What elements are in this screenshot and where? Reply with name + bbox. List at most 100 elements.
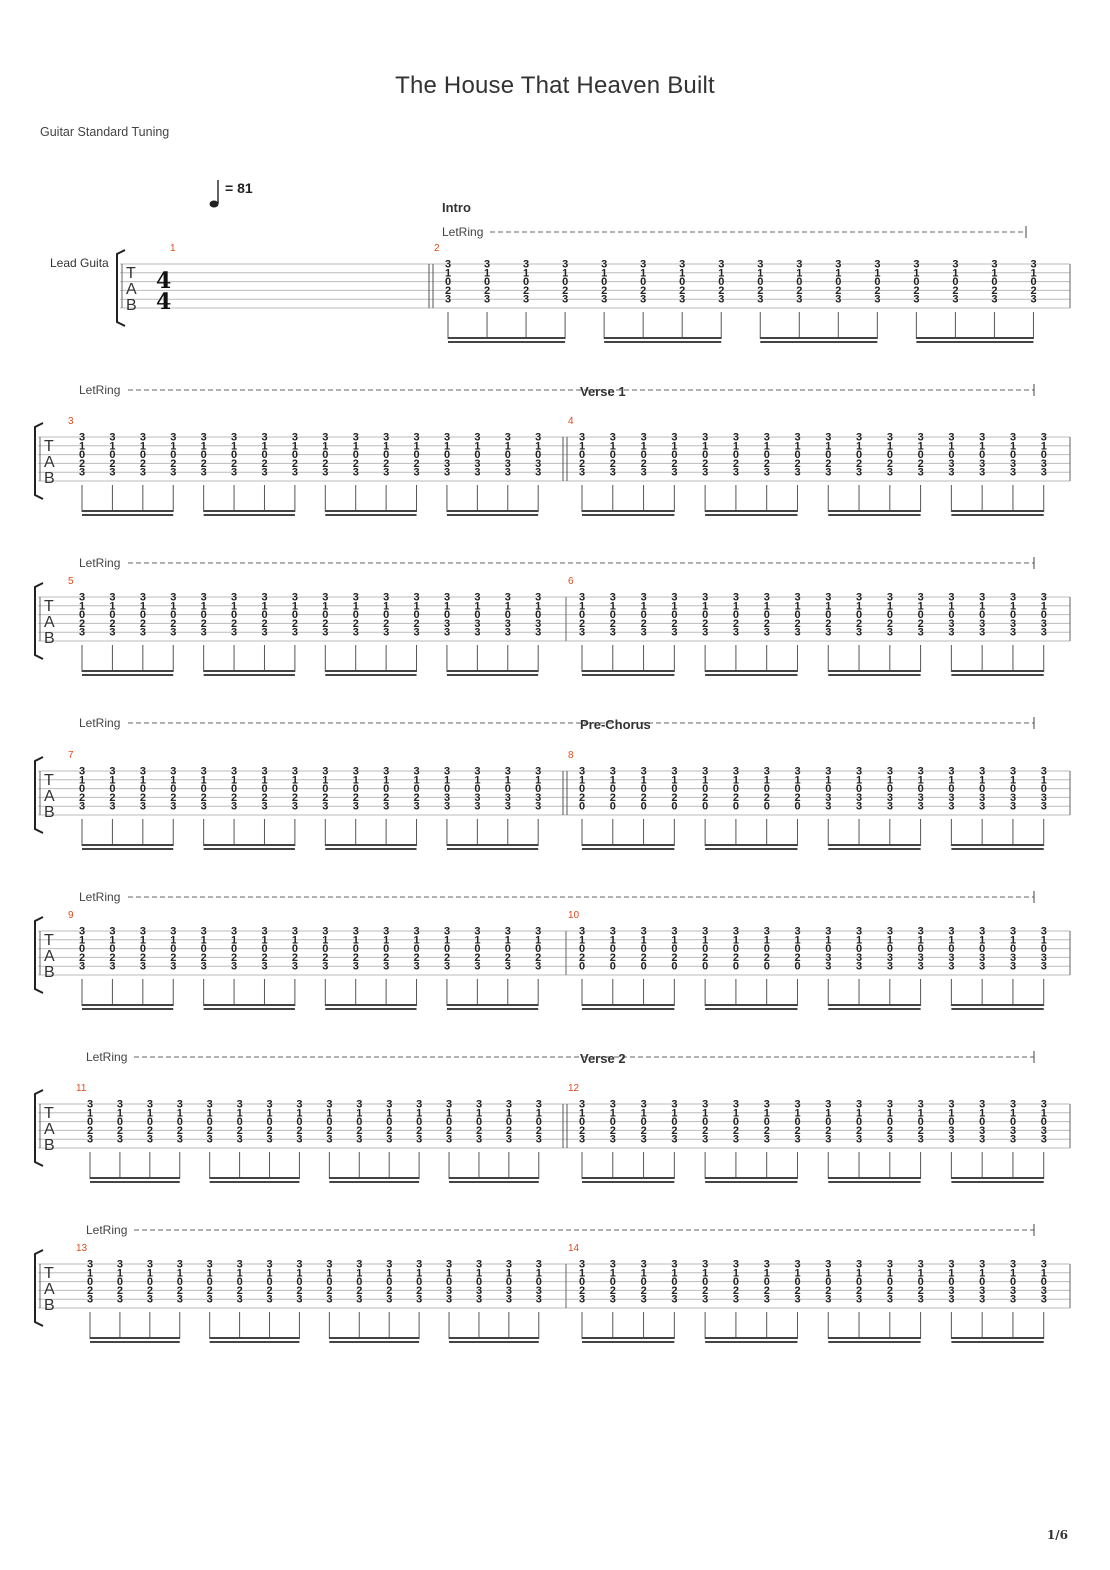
fret-number: 3 [1041, 618, 1047, 630]
fret-number: 3 [170, 801, 176, 813]
fret-number: 3 [887, 961, 893, 973]
fret-number: 0 [610, 943, 616, 955]
fret-number: 1 [536, 1107, 542, 1119]
fret-number: 3 [231, 926, 237, 938]
fret-number: 0 [702, 449, 708, 461]
fret-number: 2 [794, 952, 800, 964]
fret-number: 0 [579, 801, 585, 813]
fret-number: 2 [322, 618, 328, 630]
fret-number: 1 [856, 600, 862, 612]
fret-number: 3 [444, 792, 450, 804]
fret-number: 3 [1010, 801, 1016, 813]
fret-number: 3 [918, 961, 924, 973]
tab-clef-letter: A [44, 788, 55, 805]
fret-number: 1 [671, 1267, 677, 1279]
fret-number: 2 [237, 1285, 243, 1297]
fret-number: 1 [446, 1267, 452, 1279]
fret-number: 2 [764, 952, 770, 964]
fret-number: 3 [764, 766, 770, 778]
fret-number: 3 [326, 1259, 332, 1271]
fret-number: 1 [918, 1107, 924, 1119]
fret-number: 3 [918, 1294, 924, 1306]
fret-number: 3 [733, 1259, 739, 1271]
fret-number: 3 [237, 1099, 243, 1111]
fret-number: 0 [948, 943, 954, 955]
fret-number: 1 [383, 774, 389, 786]
fret-number: 1 [991, 267, 997, 279]
fret-number: 0 [641, 609, 647, 621]
fret-number: 0 [794, 609, 800, 621]
fret-number: 1 [856, 440, 862, 452]
fret-number: 3 [383, 961, 389, 973]
fret-number: 1 [733, 600, 739, 612]
fret-number: 3 [231, 627, 237, 639]
fret-number: 0 [292, 783, 298, 795]
fret-number: 0 [87, 1276, 93, 1288]
fret-number: 2 [610, 1285, 616, 1297]
fret-number: 1 [733, 1107, 739, 1119]
fret-number: 3 [117, 1134, 123, 1146]
fret-number: 3 [1041, 1125, 1047, 1137]
fret-number: 2 [353, 618, 359, 630]
fret-number: 3 [856, 592, 862, 604]
fret-number: 2 [292, 618, 298, 630]
fret-number: 2 [825, 1125, 831, 1137]
fret-number: 1 [231, 774, 237, 786]
measure-number: 2 [434, 243, 440, 254]
fret-number: 3 [505, 961, 511, 973]
fret-number: 2 [702, 1285, 708, 1297]
fret-number: 3 [261, 592, 267, 604]
fret-number: 3 [979, 961, 985, 973]
fret-number: 3 [702, 1134, 708, 1146]
fret-number: 3 [416, 1259, 422, 1271]
tab-clef-letter: A [44, 454, 55, 471]
fret-number: 3 [979, 1099, 985, 1111]
measure-number: 14 [568, 1243, 580, 1254]
fret-number: 2 [207, 1125, 213, 1137]
system-bracket [116, 249, 126, 327]
fret-number: 0 [764, 943, 770, 955]
fret-number: 3 [474, 432, 480, 444]
fret-number: 3 [887, 1134, 893, 1146]
fret-number: 3 [610, 1134, 616, 1146]
system-bracket [34, 1249, 44, 1327]
fret-number: 2 [353, 792, 359, 804]
fret-number: 2 [579, 1125, 585, 1137]
fret-number: 1 [610, 774, 616, 786]
fret-number: 3 [535, 961, 541, 973]
fret-number: 3 [474, 618, 480, 630]
tab-clef-letter: T [126, 265, 136, 282]
fret-number: 2 [140, 952, 146, 964]
fret-number: 3 [414, 801, 420, 813]
fret-number: 3 [170, 766, 176, 778]
fret-number: 3 [794, 766, 800, 778]
fret-number: 1 [918, 600, 924, 612]
fret-number: 0 [170, 609, 176, 621]
fret-number: 3 [887, 766, 893, 778]
fret-number: 1 [764, 600, 770, 612]
fret-number: 2 [201, 618, 207, 630]
fret-number: 0 [267, 1116, 273, 1128]
fret-number: 1 [1041, 934, 1047, 946]
fret-number: 3 [887, 467, 893, 479]
fret-number: 3 [292, 592, 298, 604]
fret-number: 2 [952, 285, 958, 297]
fret-number: 2 [353, 458, 359, 470]
fret-number: 2 [386, 1285, 392, 1297]
fret-number: 1 [474, 600, 480, 612]
fret-number: 1 [579, 440, 585, 452]
fret-number: 0 [979, 609, 985, 621]
fret-number: 0 [231, 609, 237, 621]
fret-number: 3 [444, 926, 450, 938]
fret-number: 3 [506, 1259, 512, 1271]
tab-clef-letter: T [44, 438, 54, 455]
tab-clef-letter: B [44, 1297, 55, 1314]
fret-number: 0 [610, 449, 616, 461]
fret-number: 0 [177, 1276, 183, 1288]
fret-number: 2 [231, 458, 237, 470]
fret-number: 3 [640, 259, 646, 271]
fret-number: 0 [918, 1116, 924, 1128]
fret-number: 3 [887, 792, 893, 804]
fret-number: 3 [641, 1099, 647, 1111]
fret-number: 3 [641, 432, 647, 444]
